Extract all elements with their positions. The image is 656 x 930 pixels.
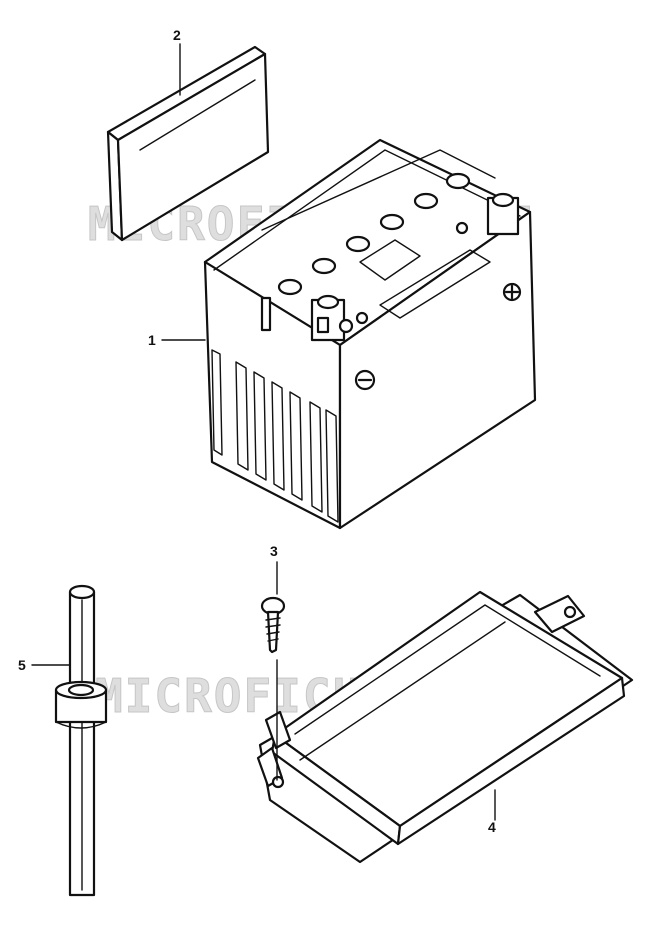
part-tube: [54, 584, 108, 897]
battery-cell-caps: [277, 172, 471, 296]
part-plate: [106, 45, 270, 242]
callout-tube: 5: [18, 657, 26, 673]
battery-terminal-negative: [310, 294, 346, 342]
callout-screw: 3: [270, 543, 278, 559]
part-cover: [256, 590, 634, 864]
battery-terminal-positive: [455, 192, 520, 236]
part-battery: [203, 138, 537, 530]
callout-cover: 4: [488, 819, 496, 835]
callout-plate: 2: [173, 27, 181, 43]
callout-battery: 1: [148, 332, 156, 348]
part-screw: [260, 596, 286, 654]
